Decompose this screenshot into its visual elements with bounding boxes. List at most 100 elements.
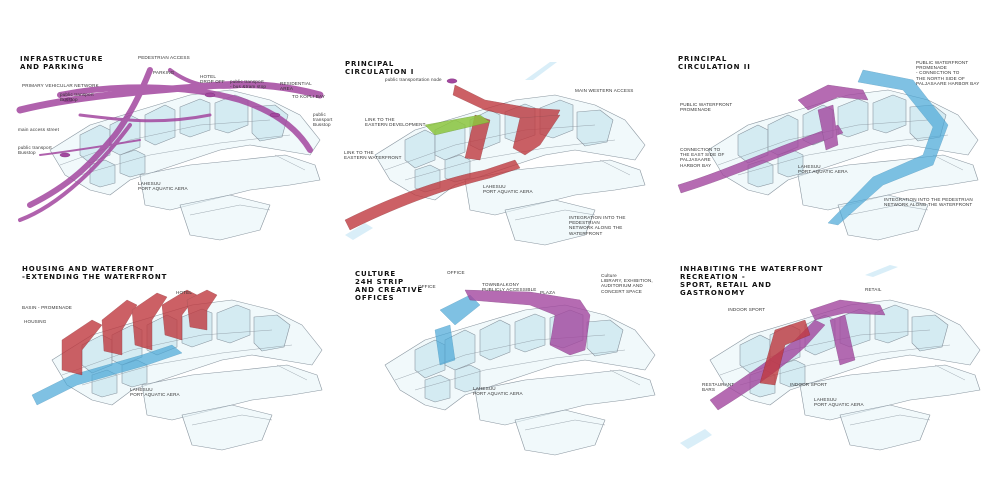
overlay-blue-waterfront <box>827 69 949 226</box>
label-hotel-drop-off: HOTEL DROP OFF <box>200 74 225 85</box>
building-block <box>454 364 481 393</box>
site-edge-line <box>276 364 308 381</box>
sky-gradient-bottom <box>680 429 712 449</box>
label-retail: RETAIL <box>865 287 882 292</box>
site-massing <box>49 89 321 241</box>
site-platform <box>139 154 321 211</box>
label-parking: PARKING <box>153 70 175 75</box>
site-edge-line <box>719 329 931 376</box>
site-platform <box>141 364 323 421</box>
site-diagram-circulation-2 <box>677 69 979 241</box>
label-public-waterfront-promenade: PUBLIC WATERFRONT PROMENADE <box>680 102 733 113</box>
site-edge-line <box>514 209 596 221</box>
panel-title: INHABITING THE WATERFRONT RECREATION - S… <box>680 265 824 297</box>
label-connection-east-side: CONNECTION TO THE EAST SIDE OF PALJASAAR… <box>680 147 725 168</box>
label-office-1: OFFICE <box>447 270 465 275</box>
panel-recreation: INHABITING THE WATERFRONT RECREATION - S… <box>680 265 990 455</box>
label-port-area: LAHESUU PORT AQUATIC AERA <box>814 397 864 408</box>
label-port-area: LAHESUU PORT AQUATIC AERA <box>473 386 523 397</box>
site-edge-line <box>404 139 616 181</box>
label-link-eastern-waterfront: LINK TO THE EASTERN WATERFRONT <box>344 150 402 161</box>
label-public-transportation-node: public transportation node <box>385 77 442 82</box>
site-edge-line <box>847 204 929 216</box>
site-edge-line <box>61 329 273 376</box>
panel-title: HOUSING AND WATERFRONT -EXTENDING THE WA… <box>22 265 168 281</box>
panel-title: CULTURE 24H STRIP AND CREATIVE OFFICES <box>355 270 424 302</box>
building-block <box>119 149 146 178</box>
label-primary-vehicular-network: PRIMARY VEHICULAR NETWORK <box>22 83 99 88</box>
label-promenade-north: PUBLIC WATERFRONT PROMENADE - CONNECTION… <box>916 60 980 86</box>
label-pedestrian-access: PEDESTRIAN ACCESS <box>138 55 190 60</box>
site-edge-line <box>524 419 606 431</box>
site-edge-line <box>191 414 273 426</box>
overlay-magenta-culture-strip <box>464 289 591 356</box>
label-port-area: LAHESUU PORT AQUATIC AERA <box>138 181 188 192</box>
label-bus-tram-stop: public transport - bus &tram stop <box>230 79 267 90</box>
label-restaurant-bars: RESTAURANT BARS <box>702 382 735 393</box>
site-edge-line <box>81 344 293 386</box>
label-link-eastern-development: LINK TO THE EASTERN DEVELOPMENT <box>365 117 426 128</box>
panel-principal-circulation-1: PRINCIPAL CIRCULATION I public transport… <box>344 60 655 250</box>
site-edge-line <box>414 349 626 391</box>
sky-gradient-bottom <box>345 223 373 240</box>
label-housing: HOUSING <box>24 319 47 324</box>
building-block <box>911 314 949 352</box>
label-port-area: LAHESUU PORT AQUATIC AERA <box>798 164 848 175</box>
building-block <box>89 159 116 188</box>
label-main-western-access: MAIN WESTERN ACCESS <box>575 88 634 93</box>
overlay-magenta-promenade <box>677 84 869 194</box>
panel-culture-offices: CULTURE 24H STRIP AND CREATIVE OFFICES O… <box>355 270 665 460</box>
site-edge-line <box>59 119 271 166</box>
building-block <box>872 94 907 134</box>
transport-node-dot <box>446 78 458 84</box>
site-massing <box>374 94 646 246</box>
building-block <box>253 314 291 352</box>
overlay-bus-stops <box>59 92 281 158</box>
label-plaza: PLAZA <box>540 290 556 295</box>
overlay-red-indoor-sport <box>759 319 811 386</box>
site-edge-line <box>274 154 306 171</box>
site-platform <box>799 364 981 421</box>
label-busstop-3: public transport Busstop <box>18 145 52 156</box>
building-block <box>404 129 436 169</box>
label-busstop-2: public transport Busstop <box>313 112 333 128</box>
building-block <box>216 304 251 344</box>
site-massing <box>384 304 656 456</box>
label-integration-pedestrian: INTEGRATION INTO THE PEDESTRIAN NETWORK … <box>569 215 626 236</box>
site-diagram-circulation-1 <box>344 62 646 246</box>
panel-housing-waterfront: HOUSING AND WATERFRONT -EXTENDING THE WA… <box>22 265 332 455</box>
overlay-red-routes <box>344 84 561 231</box>
site-diagram-infrastructure <box>16 67 324 241</box>
panel-infrastructure: INFRASTRUCTURE AND PARKING PEDESTRIAN AC… <box>16 55 333 245</box>
site-edge-line <box>599 159 631 176</box>
overlay-red-housing <box>61 289 218 376</box>
site-edge-line <box>934 364 966 381</box>
site-edge-line <box>189 204 271 216</box>
label-office-2: OFFICE <box>418 284 436 289</box>
label-hotel: HOTEL <box>176 290 193 295</box>
site-diagram-housing <box>31 289 323 451</box>
panel-title: PRINCIPAL CIRCULATION I <box>345 60 415 76</box>
panel-principal-circulation-2: PRINCIPAL CIRCULATION II PUBLIC WATERFRO… <box>677 55 988 245</box>
label-townbalkony: TOWNBALKONY PUBLICLY ACCESSIBLE <box>482 282 537 293</box>
site-edge-line <box>932 154 964 171</box>
panel-title: PRINCIPAL CIRCULATION II <box>678 55 751 71</box>
site-diagram-recreation <box>680 265 981 451</box>
overlay-blue-offices <box>434 294 481 366</box>
label-integration-pedestrian: INTEGRATION INTO THE PEDESTRIAN NETWORK … <box>884 197 973 208</box>
label-busstop-1: public transport Busstop <box>60 92 94 103</box>
label-indoor-sport-2: INDOOR SPORT <box>790 382 828 387</box>
label-main-access-street: main access street <box>18 127 59 132</box>
site-edge-line <box>737 134 949 176</box>
site-platform <box>464 159 646 216</box>
building-block <box>424 374 451 403</box>
label-culture-library: Culture LIBRARY, EXHIBITION, AUDITORIUM … <box>601 273 653 294</box>
label-basin-promenade: BASIN - PROMENADE <box>22 305 73 310</box>
sky-gradient-top <box>865 265 898 277</box>
label-port-area: LAHESUU PORT AQUATIC AERA <box>483 184 533 195</box>
label-port-area: LAHESUU PORT AQUATIC AERA <box>130 387 180 398</box>
overlay-green-link <box>424 114 491 136</box>
building-block <box>779 359 806 388</box>
label-residential-area: RESIDENTIAL AREA <box>280 81 312 92</box>
building-block <box>414 339 446 379</box>
